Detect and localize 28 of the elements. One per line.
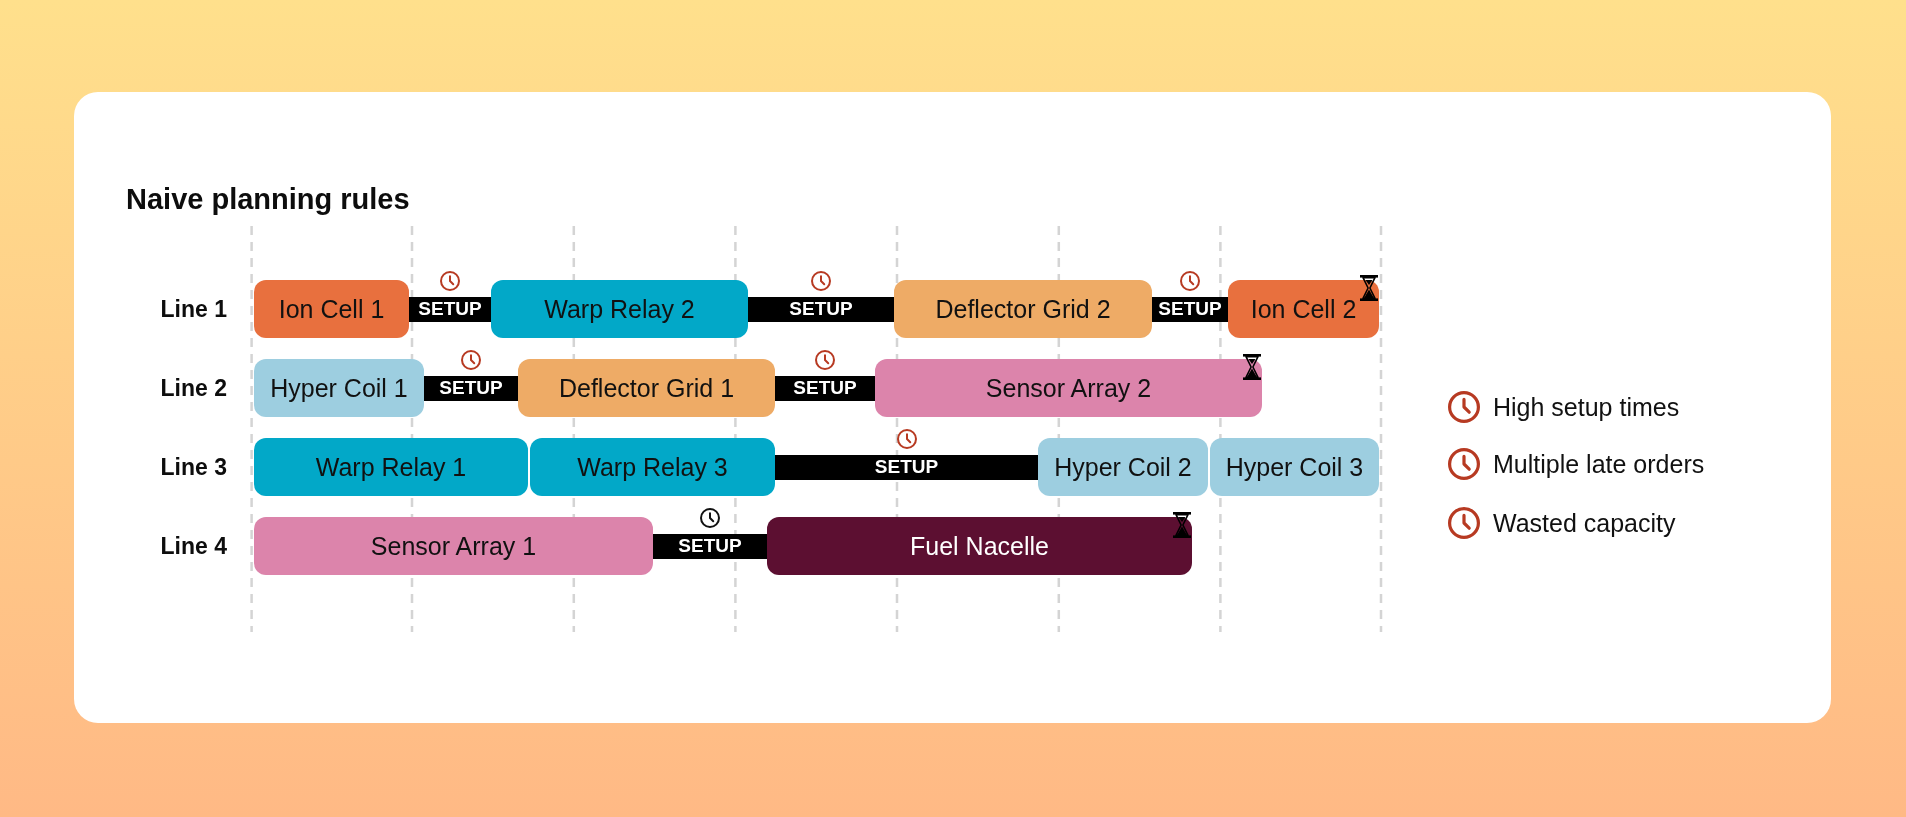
setup-bar: SETUP [1152,296,1228,322]
setup-bar: SETUP [409,296,491,322]
legend-text: High setup times [1493,392,1680,422]
task-bar: Hyper Coil 1 [254,359,424,417]
chart-title: Naive planning rules [126,183,410,217]
task-bar: Hyper Coil 2 [1038,438,1208,496]
task-bar: Sensor Array 2 [875,359,1262,417]
task-bar: Warp Relay 1 [254,438,528,496]
row-label: Line 3 [160,453,227,481]
setup-bar: SETUP [424,375,518,401]
task-bar: Warp Relay 2 [491,280,748,338]
task-bar: Ion Cell 2 [1228,280,1379,338]
task-bar: Deflector Grid 2 [894,280,1152,338]
legend-text: Wasted capacity [1493,508,1676,538]
task-bar: Deflector Grid 1 [518,359,775,417]
task-bar: Hyper Coil 3 [1210,438,1379,496]
setup-bar: SETUP [653,533,767,559]
task-bar: Fuel Nacelle [767,517,1192,575]
row-label: Line 2 [160,374,227,402]
task-bar: Ion Cell 1 [254,280,409,338]
setup-bar: SETUP [775,454,1038,480]
task-bar: Sensor Array 1 [254,517,653,575]
row-label: Line 4 [160,532,227,560]
setup-bar: SETUP [775,375,875,401]
setup-bar: SETUP [748,296,894,322]
legend-text: Multiple late orders [1493,449,1705,479]
row-label: Line 1 [160,295,227,323]
task-bar: Warp Relay 3 [530,438,775,496]
